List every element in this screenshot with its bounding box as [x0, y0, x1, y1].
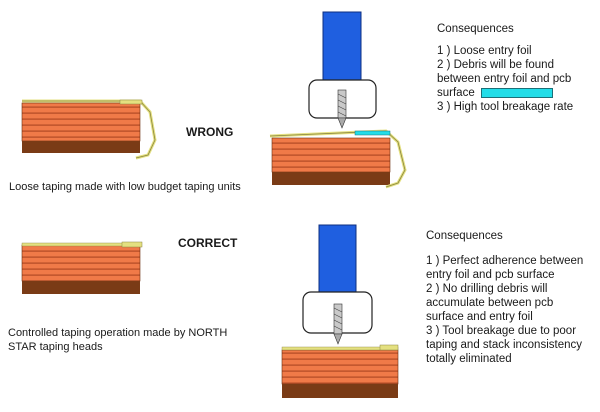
correct-label: CORRECT: [178, 236, 238, 250]
correct-consequences: 1 ) Perfect adherence between entry foil…: [426, 254, 583, 366]
wrong-consequences: 1 ) Loose entry foil 2 ) Debris will be …: [437, 44, 573, 114]
correct-board-left: [21, 241, 143, 294]
correct-board-right: [281, 344, 399, 398]
correct-caption-line: STAR taping heads: [8, 341, 103, 353]
wrong-consequences-title: Consequences: [437, 23, 514, 35]
wrong-consequence-line: surface: [437, 87, 475, 99]
correct-consequences-title: Consequences: [426, 230, 503, 242]
wrong-label: WRONG: [186, 125, 234, 139]
wrong-board-right: [269, 129, 407, 189]
wrong-caption: Loose taping made with low budget taping…: [9, 181, 241, 193]
wrong-consequence-line: 1 ) Loose entry foil: [437, 45, 532, 57]
correct-consequence-line: 1 ) Perfect adherence between: [426, 255, 584, 267]
correct-consequence-line: 2 ) No drilling debris will: [426, 283, 548, 295]
wrong-consequence-line-with-swatch: surface: [437, 86, 573, 100]
correct-consequence-line: totally eliminated: [426, 353, 512, 365]
wrong-consequence-line: 3 ) High tool breakage rate: [437, 101, 574, 113]
wrong-consequence-line: between entry foil and pcb: [437, 73, 572, 85]
correct-consequence-line: 3 ) Tool breakage due to poor: [426, 325, 577, 337]
correct-spindle: [302, 224, 373, 345]
correct-consequence-line: taping and stack inconsistency: [426, 339, 582, 351]
wrong-consequence-line: 2 ) Debris will be found: [437, 59, 554, 71]
correct-consequence-line: surface and entry foil: [426, 311, 533, 323]
correct-caption: Controlled taping operation made by NORT…: [8, 326, 227, 354]
wrong-board-left: [21, 99, 157, 160]
correct-consequence-line: entry foil and pcb surface: [426, 269, 555, 281]
wrong-spindle: [308, 11, 377, 129]
correct-caption-line: Controlled taping operation made by NORT…: [8, 327, 228, 339]
debris-swatch: [480, 87, 553, 98]
correct-consequence-line: accumulate between pcb: [426, 297, 554, 309]
